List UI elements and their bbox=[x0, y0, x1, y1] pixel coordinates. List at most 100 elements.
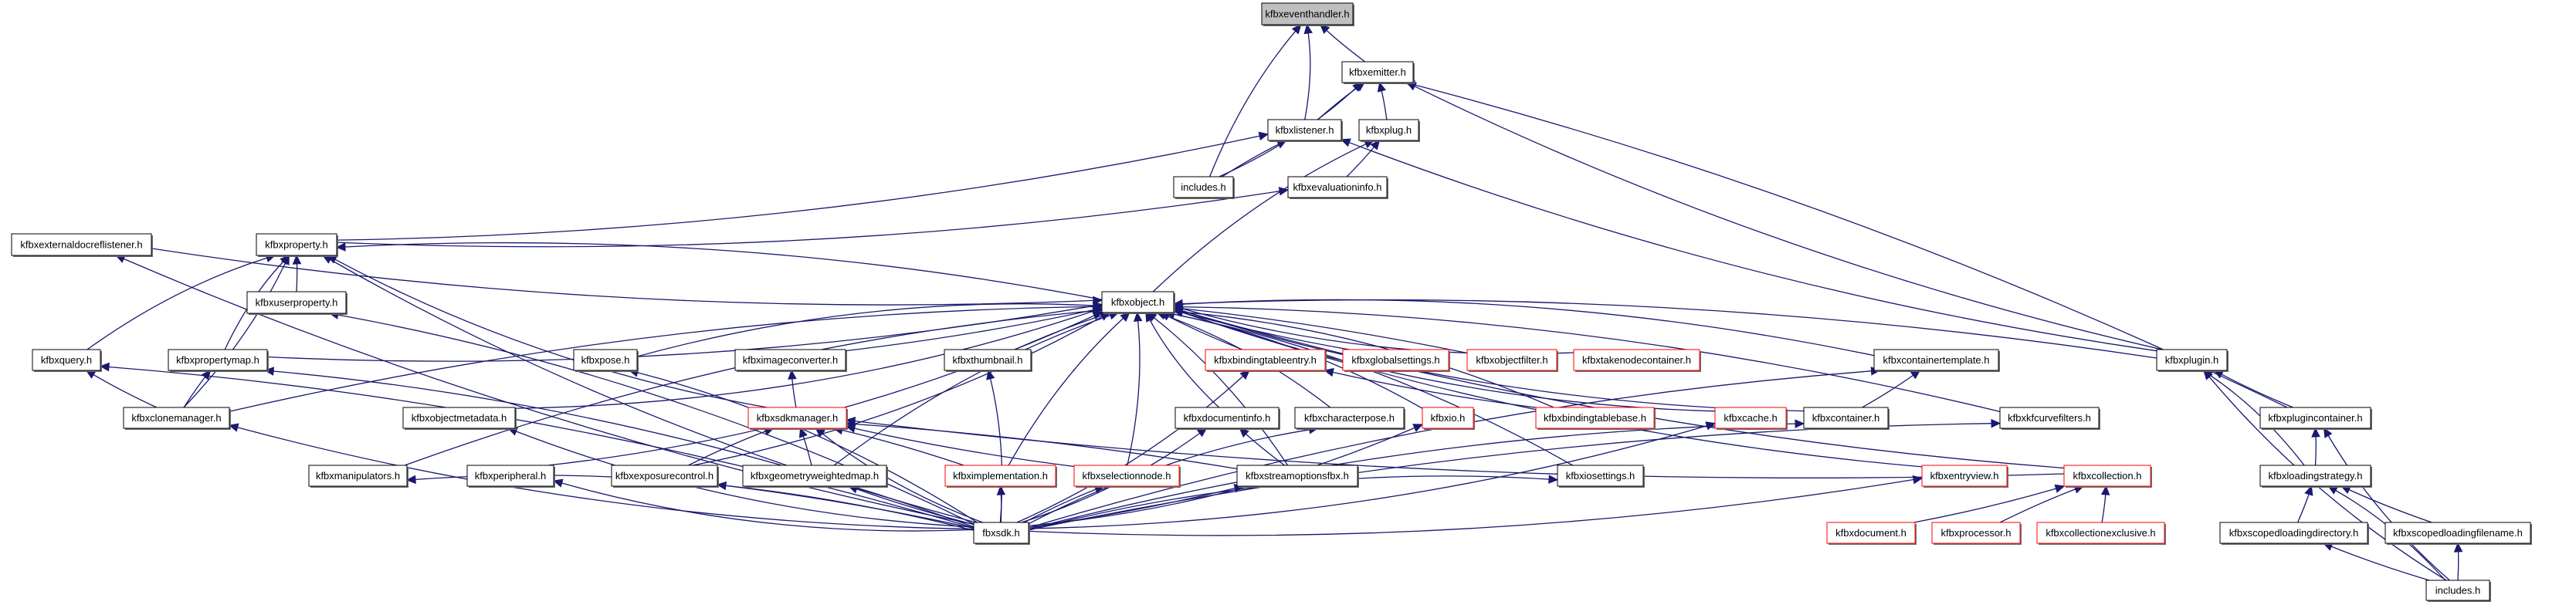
node-cache[interactable]: kfbxcache.h bbox=[1714, 407, 1788, 430]
edge-thumbnail-to-object bbox=[1014, 314, 1103, 350]
node-io[interactable]: kfbxio.h bbox=[1422, 407, 1475, 430]
node-manipulators[interactable]: kfbxmanipulators.h bbox=[308, 465, 408, 488]
node-plug[interactable]: kfbxplug.h bbox=[1358, 119, 1420, 142]
node-box bbox=[1573, 349, 1700, 371]
node-objectfilter[interactable]: kfbxobjectfilter.h bbox=[1466, 349, 1558, 372]
node-userproperty[interactable]: kfbxuserproperty.h bbox=[246, 291, 347, 315]
edge-fbxsdk-to-selectionnode bbox=[1023, 488, 1096, 523]
arrowhead-loadingstrategy-to-plugincontainer bbox=[2311, 427, 2320, 438]
node-label: kfbxthumbnail.h bbox=[952, 354, 1022, 366]
node-box bbox=[1287, 176, 1388, 198]
node-imageconverter[interactable]: kfbximageconverter.h bbox=[734, 349, 847, 372]
node-scopedloadingdirectory[interactable]: kfbxscopedloadingdirectory.h bbox=[2219, 522, 2369, 545]
node-box bbox=[1294, 407, 1405, 429]
node-object[interactable]: kfbxobject.h bbox=[1101, 291, 1175, 314]
node-document[interactable]: kfbxdocument.h bbox=[1826, 522, 1917, 545]
node-label: kfbxpose.h bbox=[581, 354, 630, 366]
node-takenodecontainer[interactable]: kfbxtakenodecontainer.h bbox=[1573, 349, 1701, 372]
edge-externaldocreflistener-to-object bbox=[151, 248, 1094, 306]
node-box bbox=[1557, 465, 1644, 487]
edge-manipulators-to-object bbox=[404, 310, 1094, 466]
node-processor[interactable]: kfbxprocessor.h bbox=[1931, 522, 2022, 545]
edge-fbxsdk-to-thumbnail bbox=[989, 378, 1003, 523]
edge-geometryweightedmap-to-sdkmanager bbox=[802, 436, 812, 466]
node-thumbnail[interactable]: kfbxthumbnail.h bbox=[944, 349, 1032, 372]
edge-fbxsdk-to-clonemanager bbox=[237, 427, 974, 530]
node-label: kfbxtakenodecontainer.h bbox=[1582, 354, 1691, 366]
edge-includes_top-to-listener bbox=[1222, 144, 1280, 177]
arrowhead-fbxsdk-to-propertymap bbox=[263, 367, 275, 376]
node-label: kfbxkfcurvefilters.h bbox=[2008, 412, 2091, 424]
node-label: kfbxuserproperty.h bbox=[256, 297, 338, 309]
edge-processor-to-collection bbox=[1999, 488, 2076, 523]
node-label: kfbxentryview.h bbox=[1930, 470, 1999, 482]
node-box bbox=[168, 349, 268, 371]
node-container[interactable]: kfbxcontainer.h bbox=[1803, 407, 1890, 430]
edge-loadingstrategy-to-plugin bbox=[2209, 374, 2305, 466]
node-containertemplate[interactable]: kfbxcontainertemplate.h bbox=[1873, 349, 2000, 372]
edge-sdkmanager-to-property bbox=[334, 259, 768, 408]
node-bindingtablebase[interactable]: kfbxbindingtablebase.h bbox=[1535, 407, 1656, 430]
node-objectmetadata[interactable]: kfbxobjectmetadata.h bbox=[402, 407, 517, 430]
node-box bbox=[1261, 2, 1354, 25]
node-iosettings[interactable]: kfbxiosettings.h bbox=[1557, 465, 1645, 488]
node-loadingstrategy[interactable]: kfbxloadingstrategy.h bbox=[2259, 465, 2372, 488]
node-label: kfbxglobalsettings.h bbox=[1351, 354, 1439, 366]
node-peripheral[interactable]: kfbxperipheral.h bbox=[466, 465, 555, 488]
arrowhead-fbxsdk-to-manipulators bbox=[405, 475, 416, 485]
node-propertymap[interactable]: kfbxpropertymap.h bbox=[168, 349, 269, 372]
node-plugincontainer[interactable]: kfbxplugincontainer.h bbox=[2259, 407, 2372, 430]
node-sdkmanager[interactable]: kfbxsdkmanager.h bbox=[747, 407, 848, 430]
node-emitter[interactable]: kfbxemitter.h bbox=[1341, 61, 1415, 84]
node-documentinfo[interactable]: kfbxdocumentinfo.h bbox=[1174, 407, 1280, 430]
node-externaldocreflistener[interactable]: kfbxexternaldocreflistener.h bbox=[11, 233, 153, 257]
node-characterpose[interactable]: kfbxcharacterpose.h bbox=[1294, 407, 1405, 430]
edge-documentinfo-to-object bbox=[1149, 319, 1220, 408]
edge-fbxsdk-to-sdkmanager bbox=[822, 433, 983, 523]
node-kfcurvefilters[interactable]: kfbxkfcurvefilters.h bbox=[1999, 407, 2100, 430]
node-label: includes.h bbox=[2435, 585, 2481, 597]
node-includes_bottom[interactable]: includes.h bbox=[2425, 580, 2491, 602]
node-box bbox=[466, 465, 554, 487]
node-collection[interactable]: kfbxcollection.h bbox=[2063, 465, 2152, 488]
node-label: kfbxclonemanager.h bbox=[131, 412, 221, 424]
node-plugin[interactable]: kfbxplugin.h bbox=[2156, 349, 2229, 372]
arrowhead-imageconverter-to-object bbox=[1092, 306, 1103, 315]
node-clonemanager[interactable]: kfbxclonemanager.h bbox=[123, 407, 231, 430]
node-streamoptionsfbx[interactable]: kfbxstreamoptionsfbx.h bbox=[1236, 465, 1359, 488]
node-evaluationinfo[interactable]: kfbxevaluationinfo.h bbox=[1287, 176, 1388, 199]
node-label: kfbxcollection.h bbox=[2073, 470, 2142, 482]
edges-layer bbox=[85, 23, 2463, 581]
node-label: kfbxiosettings.h bbox=[1566, 470, 1635, 482]
node-label: kfbxbindingtablebase.h bbox=[1544, 412, 1646, 424]
node-includes_top[interactable]: includes.h bbox=[1173, 176, 1235, 199]
arrowhead-sdkmanager-to-imageconverter bbox=[788, 369, 797, 380]
node-box bbox=[1714, 407, 1787, 429]
node-label: kfbxstreamoptionsfbx.h bbox=[1246, 470, 1349, 482]
edge-implementation-to-object bbox=[1008, 317, 1124, 466]
arrowhead-propertymap-to-property bbox=[280, 255, 290, 265]
node-scopedloadingfilename[interactable]: kfbxscopedloadingfilename.h bbox=[2384, 522, 2532, 545]
node-entryview[interactable]: kfbxentryview.h bbox=[1921, 465, 2008, 488]
node-label: kfbxloadingstrategy.h bbox=[2269, 470, 2363, 482]
edge-scopedloadingdirectory-to-loadingstrategy bbox=[2297, 494, 2310, 523]
node-listener[interactable]: kfbxlistener.h bbox=[1267, 119, 1343, 142]
node-exposurecontrol[interactable]: kfbxexposurecontrol.h bbox=[611, 465, 719, 488]
arrowhead-fbxsdk-to-thumbnail bbox=[986, 369, 995, 380]
node-implementation[interactable]: kfbximplementation.h bbox=[944, 465, 1057, 488]
node-pose[interactable]: kfbxpose.h bbox=[573, 349, 639, 372]
node-globalsettings[interactable]: kfbxglobalsettings.h bbox=[1342, 349, 1450, 372]
arrowhead-scopedloadingdirectory-to-loadingstrategy bbox=[2304, 485, 2313, 496]
node-bindingtableentry[interactable]: kfbxbindingtableentry.h bbox=[1205, 349, 1327, 372]
node-selectionnode[interactable]: kfbxselectionnode.h bbox=[1073, 465, 1181, 488]
edge-clonemanager-to-propertymap bbox=[183, 377, 206, 408]
node-fbxsdk[interactable]: fbxsdk.h bbox=[973, 522, 1030, 545]
node-query[interactable]: kfbxquery.h bbox=[32, 349, 102, 372]
node-box bbox=[747, 407, 847, 429]
edge-streamoptionsfbx-to-sdkmanager bbox=[854, 423, 1238, 470]
arrowhead-bindingtablebase-to-bindingtableentry bbox=[1324, 367, 1334, 377]
node-collectionexclusive[interactable]: kfbxcollectionexclusive.h bbox=[2036, 522, 2166, 545]
node-property[interactable]: kfbxproperty.h bbox=[256, 233, 338, 257]
edge-container-to-object bbox=[1181, 309, 1805, 412]
node-geometryweightedmap[interactable]: kfbxgeometryweightedmap.h bbox=[742, 465, 888, 488]
